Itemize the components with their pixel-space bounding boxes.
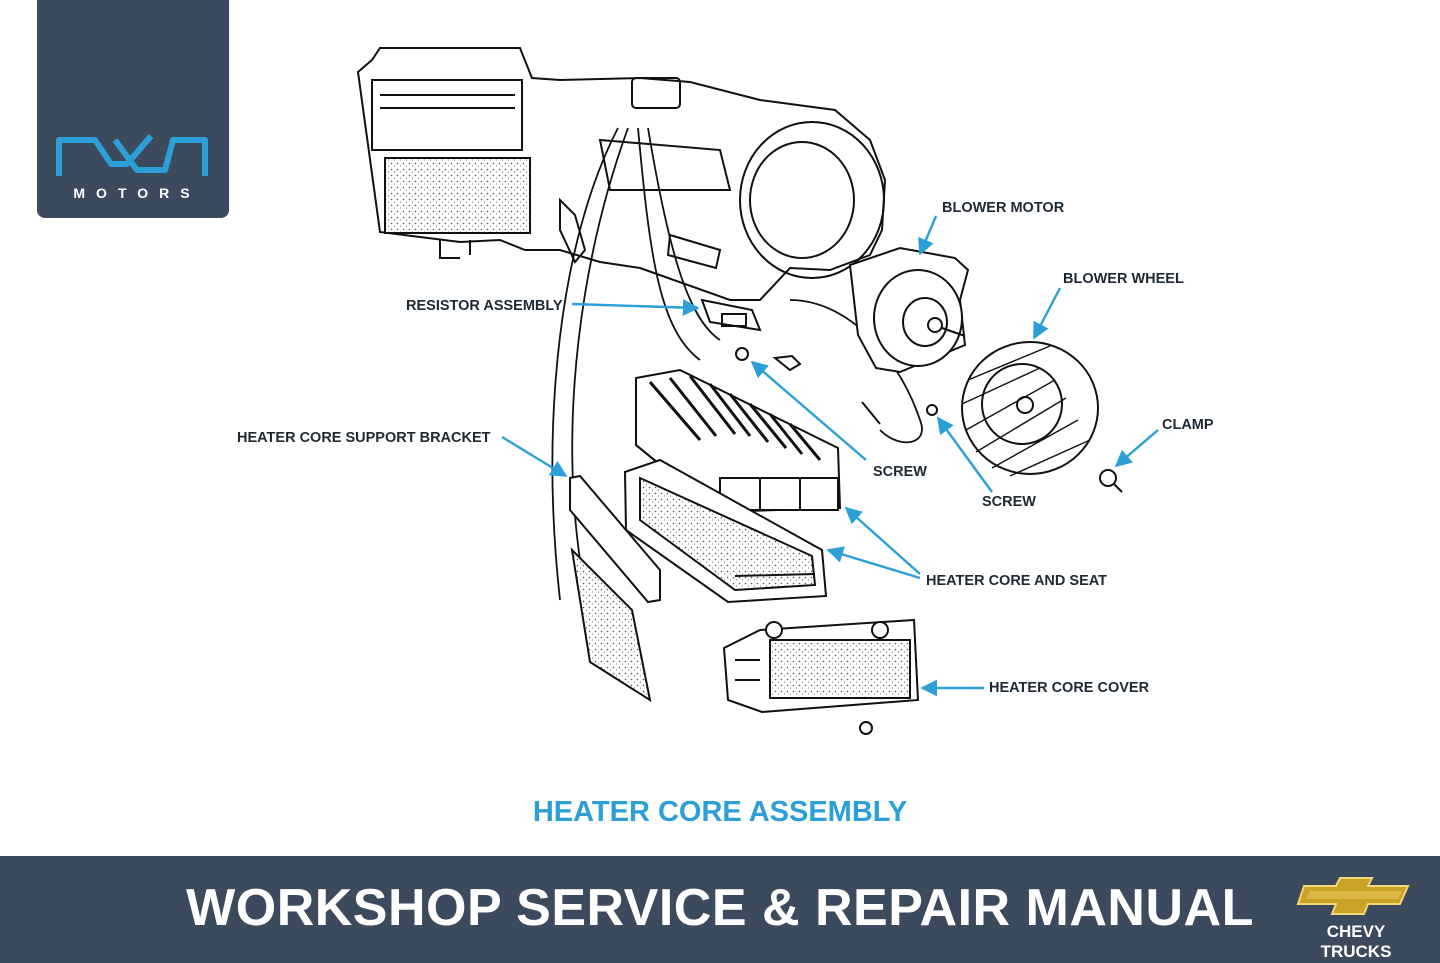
label-clamp: CLAMP [1162,417,1214,433]
screws [772,354,938,735]
label-blower-motor: BLOWER MOTOR [942,200,1065,216]
manual-title: WORKSHOP SERVICE & REPAIR MANUAL [186,879,1254,937]
label-screw-1: SCREW [873,464,927,480]
label-arrows [501,215,1159,697]
heater-core-exploded-diagram [356,47,1159,735]
diagram-caption: HEATER CORE ASSEMBLY [532,796,908,828]
label-screw-2: SCREW [982,494,1036,510]
label-resistor-assembly: RESISTOR ASSEMBLY [406,298,563,314]
chevy-trucks-logo: CHEVY TRUCKS [1290,874,1422,961]
heater-core-cover-part [722,618,920,714]
bowtie-icon [1296,877,1410,915]
blower-motor-part [848,246,970,374]
label-heater-core-and-seat: HEATER CORE AND SEAT [926,573,1107,589]
support-bracket-part [569,474,661,703]
footer-banner: WORKSHOP SERVICE & REPAIR MANUAL CHEVY T… [0,856,1440,963]
blower-housing [356,47,887,301]
label-heater-core-support-bracket: HEATER CORE SUPPORT BRACKET [237,430,491,446]
clamp-part [1099,469,1123,493]
blower-wheel-part [961,341,1099,477]
logo-wordmark: MOTORS [73,185,201,201]
brand-text: CHEVY TRUCKS [1320,922,1392,961]
company-logo: MOTORS [37,0,229,218]
label-heater-core-cover: HEATER CORE COVER [989,680,1150,696]
label-blower-wheel: BLOWER WHEEL [1063,271,1184,287]
logo-mark-icon [56,134,208,176]
resistor-assembly-part [700,298,762,361]
